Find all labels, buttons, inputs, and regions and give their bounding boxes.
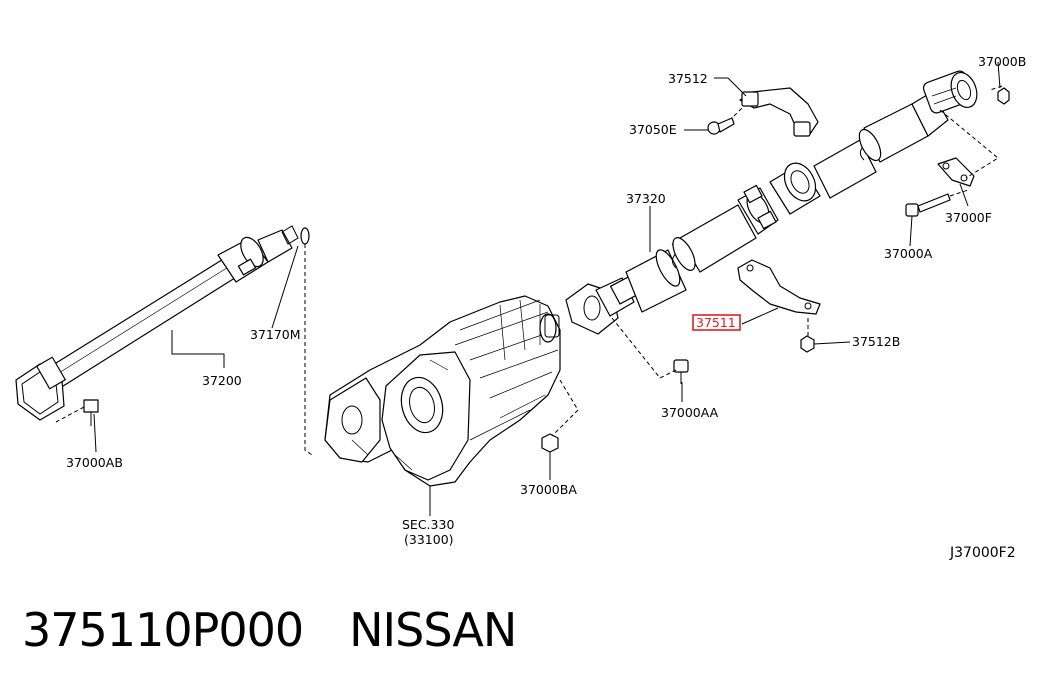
callout-37511-highlight-box [692, 314, 741, 331]
leader-lines [93, 61, 1001, 516]
callout-37000f: 37000F [945, 210, 992, 225]
callout-37000ba: 37000BA [520, 482, 577, 497]
rear-propeller-shaft [565, 70, 978, 335]
callout-37170m: 37170M [250, 327, 301, 342]
callout-37511: 37511 [696, 315, 736, 330]
callout-sec-330-ref: (33100) [404, 532, 454, 547]
callout-37000a: 37000A [884, 246, 933, 261]
center-bearing-bracket-37512 [739, 87, 819, 137]
o-ring-37170m [300, 227, 310, 245]
bolt-37000a [905, 193, 951, 217]
callout-sec-330: SEC.330 [402, 517, 454, 532]
bolt-37000aa [673, 359, 689, 384]
exploded-parts-diagram: 37512 37050E 37000B 37320 37000F 37000A … [15, 54, 1026, 561]
nut-37000b [997, 87, 1010, 105]
callout-37000ab: 37000AB [66, 455, 123, 470]
drawing-code: J37000F2 [949, 545, 1016, 561]
footer-caption: 375110P000 NISSAN [22, 598, 517, 662]
callout-37050e: 37050E [629, 122, 677, 137]
bolt-37050e [707, 117, 735, 135]
callout-37512b: 37512B [852, 334, 900, 349]
nut-37000ba [541, 433, 559, 453]
nut-37512b [800, 335, 815, 353]
bolt-37000ab [83, 399, 99, 426]
center-bearing-bracket-37511 [737, 259, 821, 315]
front-propeller-shaft [15, 225, 299, 421]
callout-37512: 37512 [668, 71, 708, 86]
callout-37320: 37320 [626, 191, 666, 206]
callout-37000b: 37000B [978, 54, 1026, 69]
part-number: 375110P000 [22, 603, 304, 657]
callout-37200: 37200 [202, 373, 242, 388]
transfer-case [324, 295, 561, 487]
brand-name: NISSAN [349, 603, 517, 657]
callout-37000aa: 37000AA [661, 405, 719, 420]
plate-37000f [937, 157, 975, 187]
